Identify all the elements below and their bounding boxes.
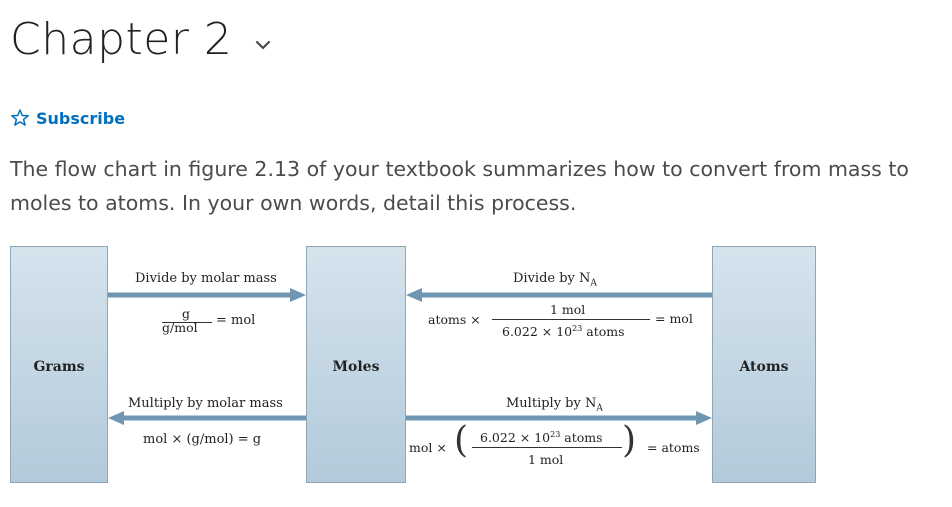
top-right-denominator: 6.022 × 1023 atoms [502, 324, 625, 339]
top-right-den-exp: 23 [572, 324, 583, 333]
arrowhead-right-bottom [696, 411, 712, 425]
grams-box: Grams [10, 246, 108, 483]
top-left-numerator: g [182, 306, 191, 321]
arrowhead-right-top [290, 288, 306, 302]
bottom-right-denominator: 1 mol [528, 452, 564, 467]
page-title: Chapter 2 [10, 14, 233, 65]
top-right-den-unit: atoms [582, 324, 625, 340]
multiply-by-na-caption: Multiply by NA [506, 396, 603, 414]
star-icon [11, 109, 29, 126]
atoms-box: Atoms [712, 246, 816, 483]
divide-by-na-main: Divide by N [513, 271, 591, 286]
multiply-by-molar-mass-caption: Multiply by molar mass [128, 396, 283, 411]
multiply-by-na-main: Multiply by N [506, 396, 597, 411]
question-text: The flow chart in figure 2.13 of your te… [10, 157, 909, 215]
chevron-down-icon[interactable] [252, 34, 274, 56]
divide-by-na-caption: Divide by NA [513, 271, 597, 289]
bottom-left-formula: mol × (g/mol) = g [143, 432, 262, 447]
bottom-right-num-unit: atoms [560, 430, 603, 446]
top-left-result: = mol [216, 313, 256, 328]
flow-arrows [108, 288, 712, 425]
top-left-fraction-line [162, 322, 212, 323]
top-right-prefix: atoms × [428, 312, 481, 327]
arrowhead-left-top [406, 288, 422, 302]
top-right-result: = mol [655, 311, 693, 326]
moles-box: Moles [306, 246, 406, 483]
right-paren: ) [622, 420, 637, 461]
top-right-den-base: 6.022 × 10 [502, 324, 573, 340]
bottom-right-fraction-line [472, 447, 622, 448]
top-right-numerator: 1 mol [550, 302, 586, 317]
divide-by-na-sub: A [590, 278, 597, 289]
arrowhead-left-bottom [108, 411, 124, 425]
bottom-right-result: = atoms [647, 440, 700, 455]
bottom-right-prefix: mol × [409, 440, 447, 455]
moles-label: Moles [332, 359, 380, 375]
bottom-right-numerator: 6.022 × 1023 atoms [480, 430, 603, 445]
bottom-right-num-base: 6.022 × 10 [480, 430, 551, 446]
subscribe-button[interactable]: Subscribe [10, 108, 125, 128]
atoms-label: Atoms [739, 359, 789, 375]
conversion-flowchart: Grams Moles Atoms Divide by molar mass g… [10, 244, 816, 487]
grams-label: Grams [33, 359, 85, 375]
title-row: Chapter 2 [10, 14, 274, 65]
subscribe-label: Subscribe [36, 108, 126, 128]
top-right-fraction-line [492, 319, 650, 320]
left-paren: ( [454, 420, 469, 461]
top-left-denominator: g/mol [162, 320, 198, 335]
multiply-by-na-sub: A [596, 403, 603, 414]
divide-by-molar-mass-caption: Divide by molar mass [135, 271, 277, 286]
bottom-right-num-exp: 23 [550, 430, 561, 439]
